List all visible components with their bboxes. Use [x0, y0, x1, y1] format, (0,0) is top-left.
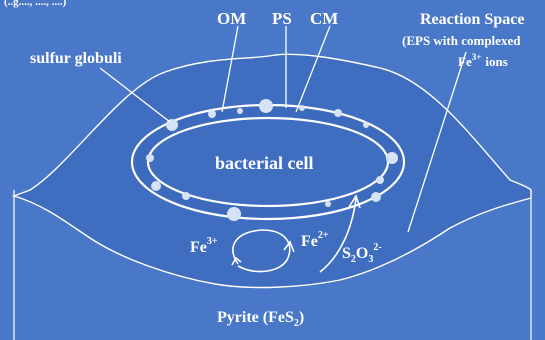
sulfur-globule [363, 122, 369, 128]
top-fragment-text: (..g...., ...., ....) [4, 0, 67, 8]
fe3-charge: 3+ [207, 236, 218, 247]
sulfur-globule [227, 207, 241, 221]
sulfur-globuli-label: sulfur globuli [30, 50, 122, 67]
reaction-space-sub1: (EPS with complexed [402, 33, 521, 48]
pyrite-label: Pyrite (FeS2) [217, 309, 304, 329]
thiosulfate-o-sub: 3 [368, 254, 373, 265]
sulfur-globule [376, 176, 384, 184]
pyrite-main: Pyrite (FeS [217, 309, 294, 326]
thiosulfate-s: S [342, 245, 351, 262]
reaction-space-fe-charge: 3+ [472, 52, 482, 62]
sulfur-globule [237, 108, 243, 114]
reaction-space-fe: Fe [458, 54, 472, 69]
pyrite-close: ) [299, 309, 304, 326]
sulfur-globule [334, 109, 342, 117]
reaction-space-ions: ions [485, 54, 507, 69]
sulfur-globule [386, 152, 398, 164]
sulfur-globule [371, 192, 381, 202]
sulfur-globule [325, 201, 331, 207]
sulfur-globule [259, 99, 273, 113]
reaction-space-label: Reaction Space [420, 11, 524, 28]
sulfur-globule [182, 192, 190, 200]
sulfur-globule [299, 105, 305, 111]
fe2-base: Fe [301, 233, 318, 250]
sulfur-globule [208, 110, 216, 118]
ps-label: PS [272, 9, 292, 28]
fe2-charge: 2+ [318, 230, 329, 241]
om-label: OM [217, 9, 246, 28]
sulfur-globule [146, 154, 154, 162]
thiosulfate-o: O [356, 245, 368, 262]
bacterial-cell-label: bacterial cell [215, 153, 313, 173]
thiosulfate-charge: 2- [373, 242, 381, 253]
cm-label: CM [310, 9, 338, 28]
reaction-space-sub2: Fe3+ions [458, 52, 508, 69]
sulfur-globule [151, 181, 161, 191]
fe3-base: Fe [190, 239, 207, 256]
